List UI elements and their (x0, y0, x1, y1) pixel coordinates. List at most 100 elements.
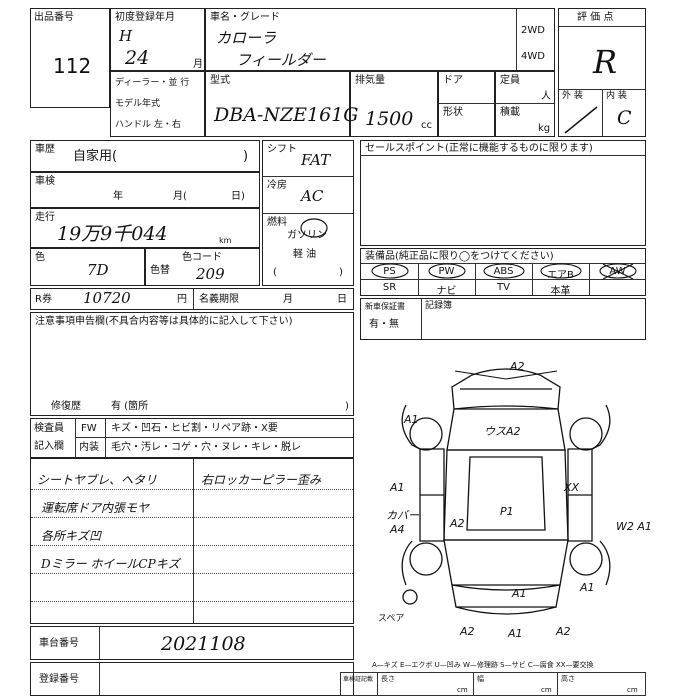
inspector-line-4: Dミラー ホイールCPキズ (41, 557, 180, 571)
history-value: 自家用( (73, 149, 118, 164)
score-value: R (593, 43, 618, 81)
inspector-line-1: シートヤブレ、ヘタリ (37, 473, 158, 487)
dim-length: 長さ (381, 675, 395, 683)
dim-width-unit: cm (541, 686, 552, 694)
ext-slash-mark (564, 106, 598, 134)
color-code-box: 色替 色コード 209 (145, 248, 260, 286)
reg-label: 登録番号 (39, 674, 79, 685)
color-label: 色 (35, 252, 45, 263)
doors-box: ドア 形状 (438, 71, 495, 137)
fuel-circle-mark (300, 218, 328, 238)
mark-a4: A4 (389, 523, 405, 536)
color-value: 7D (87, 261, 109, 279)
capacity-unit: 人 (541, 91, 551, 102)
inspector-label: 検査員 (34, 423, 64, 434)
mark-a1-rear-right: A1 (579, 581, 595, 594)
first-reg-label: 初度登録年月 (115, 12, 175, 23)
dealer-box: ディーラー・並 行 モデル年式 ハンドル 左・右 (110, 71, 205, 137)
capacity-label: 定員 (500, 75, 520, 86)
history-close: ) (243, 149, 249, 164)
mark-usa2-hood: ウスA2 (484, 425, 521, 438)
recycle-unit: 円 (177, 294, 187, 305)
color-code-value: 209 (196, 265, 225, 283)
in-items: 毛穴・汚レ・コゲ・穴・ヌレ・キレ・脱レ (111, 442, 301, 453)
chassis-value: 2021108 (161, 633, 246, 655)
mark-a1-front-left: A1 (403, 413, 419, 426)
disp-value: 1500 (365, 108, 414, 130)
disp-label: 排気量 (355, 75, 385, 86)
fuel-gas: ガソリン (287, 230, 327, 241)
lot-number: 112 (53, 54, 92, 78)
manual-label: 新車保証書 (365, 302, 405, 311)
lot-box: 出品番号 112 (30, 8, 110, 108)
handle-label: ハンドル 左・右 (115, 120, 181, 130)
record-label: 記録簿 (425, 301, 453, 311)
equip-ps: PS (383, 266, 396, 277)
chassis-box: 車台番号 2021108 (30, 626, 354, 660)
dims-label: 車検証記載 (343, 676, 374, 683)
chassis-label: 車台番号 (39, 638, 79, 649)
notes-label: 注意事項申告欄(不具合内容等は具体的に記入して下さい) (35, 316, 293, 327)
spec-box: シフト FAT 冷房 AC 燃料 ガソリン 軽 油 ( ) (262, 140, 354, 286)
mileage-box: 走行 19万9千044 km (30, 208, 260, 248)
fuel-label: 燃料 (267, 217, 287, 228)
in-label: 内装 (79, 442, 99, 453)
mark-xx-right: XX (563, 481, 580, 494)
mark-cover-a4: カバー (386, 509, 420, 522)
dim-width: 幅 (477, 675, 484, 683)
month-unit: 月 (193, 59, 203, 70)
insp-day: 日) (231, 191, 245, 202)
inspector-right-note: 右ロッカーピラー歪み (201, 473, 322, 487)
fuel-paren-open: ( (273, 267, 277, 278)
fuel-diesel: 軽 油 (293, 249, 317, 260)
fuel-paren-close: ) (339, 267, 343, 278)
name-box: 車名・グレード カローラ フィールダー 2WD 4WD (205, 8, 555, 71)
model-value: DBA-NZE161G (214, 104, 359, 126)
mileage-value: 19万9千044 (57, 223, 168, 245)
mark-a1-left-door: A1 (389, 481, 405, 494)
mileage-label: 走行 (35, 212, 55, 223)
inspector-notes-box: シートヤブレ、ヘタリ 運転席ドア内張モヤ 各所キズ凹 Dミラー ホイールCPキズ… (30, 458, 354, 624)
ac-label: 冷房 (267, 180, 287, 191)
drive-2wd: 2WD (521, 25, 545, 36)
equip-label: 装備品(純正品に限り◯をつけてください) (365, 251, 554, 262)
int-label: 内 装 (606, 91, 627, 101)
mark-p1-roof: P1 (500, 505, 514, 518)
model-box: 型式 DBA-NZE161G (205, 71, 358, 137)
color-code-label: 色コード (182, 252, 222, 263)
car-damage-diagram: A2 A1 ウスA2 A1 XX カバー A4 A2 P1 W2 A1 A1 A… (378, 360, 652, 640)
capacity-box: 定員 人 積載 kg (495, 71, 555, 137)
mark-w2-a1: W2 A1 (616, 520, 652, 533)
mark-a2-rear-right: A2 (555, 625, 571, 638)
shift-label: シフト (267, 144, 297, 155)
dim-length-unit: cm (457, 686, 468, 694)
load-unit: kg (538, 123, 551, 134)
inspector-line-2: 運転席ドア内張モヤ (41, 501, 150, 515)
displacement-box: 排気量 1500 cc (350, 71, 438, 137)
load-label: 積載 (500, 107, 520, 118)
name-exp-day: 日 (337, 294, 347, 305)
equip-circle-marks (371, 263, 637, 280)
mark-a1-rear: A1 (507, 627, 523, 640)
name-label: 車名・グレード (210, 12, 280, 23)
mark-a2-left-rear: A2 (449, 517, 465, 530)
model-label: 型式 (210, 75, 230, 86)
history-label: 車歴 (35, 144, 55, 155)
spare-label: スペア (378, 614, 404, 624)
dim-height-unit: cm (627, 686, 638, 694)
equip-abs: ABS (493, 266, 514, 277)
shift-value: FAT (301, 151, 331, 169)
ext-label: 外 装 (562, 91, 583, 101)
inspector-label-2: 記入欄 (34, 441, 64, 452)
recycle-label: R券 (35, 294, 52, 305)
notes-box: 注意事項申告欄(不具合内容等は具体的に記入して下さい) 修復歴 有 (箇所 ) (30, 312, 354, 416)
name-exp-month: 月 (283, 294, 293, 305)
registration-box: 登録番号 (30, 662, 354, 696)
first-reg-box: 初度登録年月 H 24 月 (110, 8, 205, 71)
records-box: 新車保証書 有・無 記録簿 (360, 298, 646, 340)
make-value: カローラ (216, 29, 277, 47)
insp-year: 年 (113, 191, 123, 202)
history-box: 車歴 自家用( ) (30, 140, 260, 172)
doors-label: ドア (443, 75, 463, 86)
